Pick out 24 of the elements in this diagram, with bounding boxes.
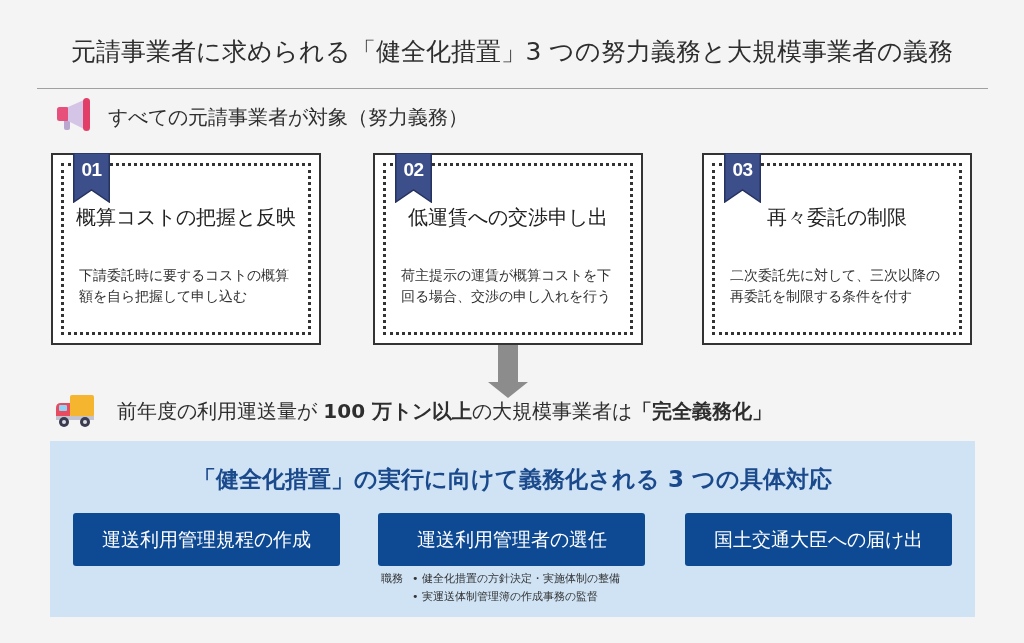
card-heading: 概算コストの把握と反映 [76,204,296,231]
card-description: 二次委託先に対して、三次以降の再委託を制限する条件を付す [730,266,941,306]
diagram-title: 元請事業者に求められる「健全化措置」3 つの努力義務と大規模事業者の義務 [70,36,954,68]
info-card [702,153,972,345]
card-description: 荷主提示の運賃が概算コストを下回る場合、交渉の申し入れを行う [401,266,612,306]
action-card: 運送利用管理者の選任 [378,513,645,566]
card-heading: 低運賃への交渉申し出 [408,204,608,231]
info-card [51,153,321,345]
action-card: 国土交通大臣への届け出 [685,513,952,566]
duties-label: 職務 [381,571,403,587]
action-card: 運送利用管理規程の作成 [73,513,340,566]
panel-heading: 「健全化措置」の実行に向けて義務化される 3 つの具体対応 [193,465,832,494]
arrow [488,345,528,398]
card-description: 下請委託時に要するコストの概算額を自ら把握して申し込む [79,266,290,306]
number-ribbon: 02 [395,153,432,203]
duty-item: • 実運送体制管理簿の作成事務の監督 [412,589,599,605]
info-card [373,153,643,345]
duty-item: • 健全化措置の方針決定・実施体制の整備 [412,571,620,587]
number-ribbon: 03 [724,153,761,203]
info-panel [50,441,975,617]
section-heading: 前年度の利用運送量が 100 万トン以上の大規模事業者は「完全義務化」 [117,398,773,424]
card-heading: 再々委託の制限 [767,204,907,231]
section-heading: すべての元請事業者が対象（努力義務） [108,104,468,131]
number-ribbon: 01 [73,153,110,203]
